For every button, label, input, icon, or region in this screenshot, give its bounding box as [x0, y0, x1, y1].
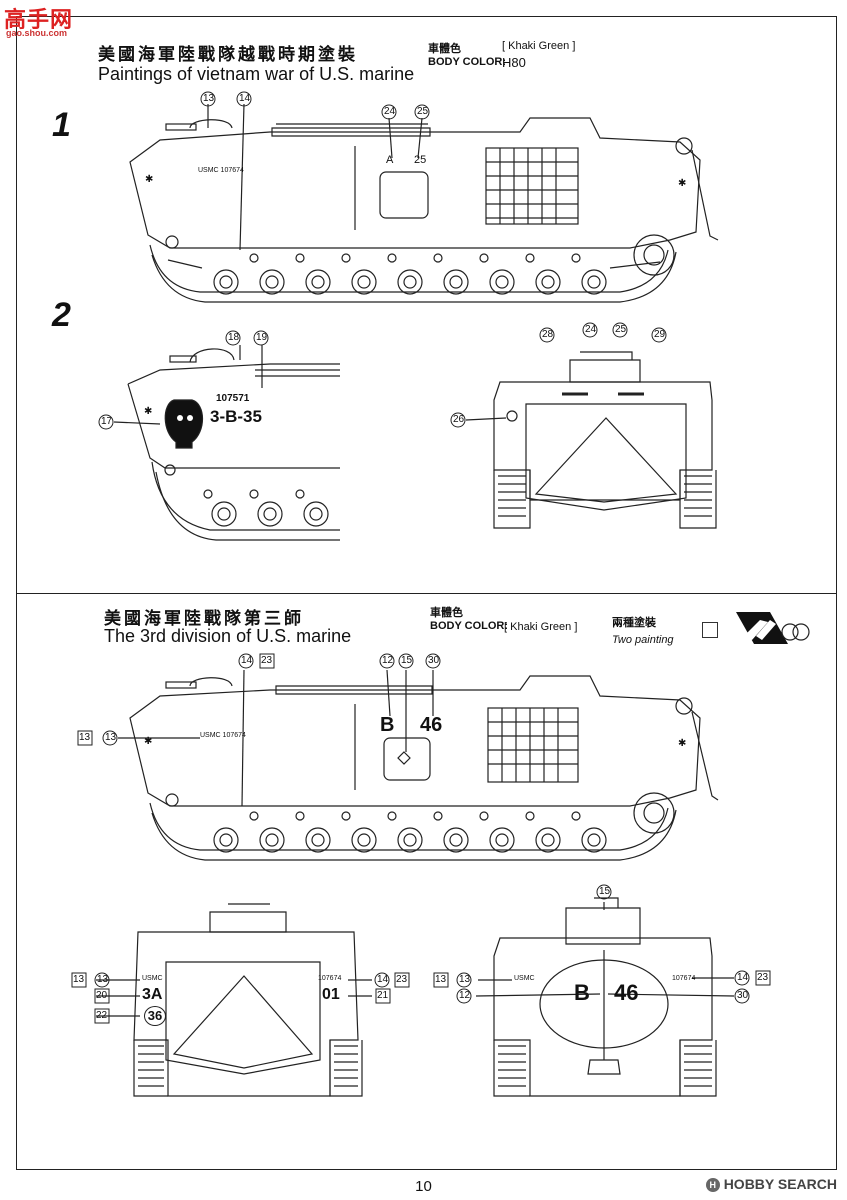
callout-28-label: 28	[542, 329, 554, 340]
serial-rear-marking: 107674	[672, 975, 696, 982]
callout-23-front-label: 23	[396, 974, 408, 985]
callout-24-rear-label: 24	[585, 324, 597, 335]
step-1-label: 1	[52, 106, 71, 144]
callout-21-label: 21	[377, 990, 389, 1001]
callout-13-circle-label: 13	[105, 732, 117, 743]
callout-15-rear-label: 15	[599, 886, 611, 897]
hull-b-marking: B	[380, 714, 395, 736]
usmc-serial-marking-1: USMC 107674	[198, 167, 244, 174]
two-painting-en: Two painting	[612, 634, 674, 646]
callout-13-front-label: 13	[97, 974, 109, 985]
two-painting-cn: 兩種塗裝	[612, 617, 656, 629]
callout-23-s2-label: 23	[261, 655, 273, 666]
star-decal-icon: ✱	[678, 178, 686, 189]
tag-01-marking: 01	[322, 986, 340, 1003]
callout-25-rear-label: 25	[615, 324, 627, 335]
callout-22-label: 22	[96, 1010, 108, 1021]
callout-24	[381, 104, 397, 120]
vehicle-1-road-wheels	[213, 253, 607, 295]
vehicle-2-partial-side-view: ✱	[113, 345, 340, 541]
step-2-label: 2	[52, 296, 71, 334]
vehicle-3-front-view	[96, 903, 372, 1097]
vehicle-3-rear-view	[475, 897, 735, 1097]
callout-14-rear-label: 14	[737, 972, 749, 983]
two-painting-checkbox	[702, 622, 718, 638]
section2-color-name: [ Khaki Green ]	[504, 621, 578, 633]
callout-13-front-box-label: 13	[73, 974, 85, 985]
hull-46-marking: 46	[420, 714, 443, 736]
vehicle-2-rear-view	[465, 351, 717, 529]
callout-29-label: 29	[654, 329, 666, 340]
watermark-url: gao.shou.com	[6, 28, 68, 38]
callout-26-label: 26	[453, 414, 465, 425]
callout-24-label: 24	[384, 106, 396, 117]
rear-46-marking: 46	[614, 980, 639, 1005]
decal-sheet-logo-icon	[736, 612, 810, 644]
section-divider	[16, 593, 837, 594]
callout-23-rear-label: 23	[757, 972, 769, 983]
section2-body-color-cn: 車體色	[430, 607, 463, 619]
skull-decal-icon	[164, 399, 204, 449]
rear-b-marking: B	[574, 980, 590, 1005]
hull-3b35-marking: 3-B-35	[210, 407, 262, 426]
callout-30-rear-label: 30	[737, 990, 749, 1001]
callout-30-s2-label: 30	[428, 655, 440, 666]
section1-color-code: H80	[502, 55, 526, 70]
callout-13-rear-box-label: 13	[435, 974, 447, 985]
vehicle-3-side-view: ✱ ✱	[118, 669, 719, 861]
section1-body-color-cn: 車體色	[428, 43, 461, 55]
section1-title-cn: 美國海軍陸戰隊越戰時期塗裝	[98, 45, 358, 65]
star-decal-icon: ✱	[144, 406, 152, 417]
callout-14-label: 14	[239, 93, 251, 104]
hobby-search-label: HOBBY SEARCH	[723, 1176, 837, 1192]
tag-3a-marking: 3A	[142, 986, 163, 1003]
callout-13-rear-label: 13	[459, 974, 471, 985]
callout-14-front-label: 14	[377, 974, 389, 985]
page-number: 10	[415, 1178, 432, 1195]
callout-17-label: 17	[101, 416, 113, 427]
callout-15-s2-label: 15	[401, 655, 413, 666]
serial-front-marking: 107674	[318, 975, 342, 982]
hull-25-marking: 25	[414, 154, 427, 166]
star-decal-icon: ✱	[144, 736, 152, 747]
callout-13	[200, 91, 216, 107]
callout-12-rear-label: 12	[459, 990, 471, 1001]
star-decal-icon: ✱	[145, 174, 153, 185]
callout-25	[414, 104, 430, 120]
callout-12-s2-label: 12	[382, 655, 394, 666]
usmc-front-marking: USMC	[142, 975, 163, 982]
usmc-serial-marking-3: USMC 107674	[200, 732, 246, 739]
tag-36-marking: 36	[144, 1006, 166, 1026]
callout-25-label: 25	[417, 106, 429, 117]
callout-14-s2-label: 14	[241, 655, 253, 666]
usmc-rear-marking: USMC	[514, 975, 535, 982]
callout-19-label: 19	[256, 332, 268, 343]
callout-18-label: 18	[228, 332, 240, 343]
section1-body-color-en: BODY COLOR:	[428, 56, 507, 68]
callout-markers	[71, 91, 771, 1024]
callout-13-label: 13	[203, 93, 215, 104]
hobby-search-icon: H	[705, 1178, 720, 1192]
watermark-logo: 高手网	[4, 7, 74, 32]
callout-20-label: 20	[96, 990, 108, 1001]
serial-marking-2: 107571	[216, 393, 250, 404]
section2-title-en: The 3rd division of U.S. marine	[104, 626, 352, 646]
star-decal-icon: ✱	[678, 738, 686, 749]
section1-color-name: [ Khaki Green ]	[502, 40, 576, 52]
callout-14	[236, 91, 252, 107]
callout-13-box-label: 13	[79, 732, 91, 743]
section2-body-color-en: BODY COLOR:	[430, 620, 509, 632]
hull-a-marking: A	[386, 154, 394, 166]
section2-title-cn: 美國海軍陸戰隊第三師	[104, 609, 304, 629]
section1-title-en: Paintings of vietnam war of U.S. marine	[98, 64, 415, 84]
vehicle-1-side-view: ✱ ✱	[129, 103, 719, 303]
